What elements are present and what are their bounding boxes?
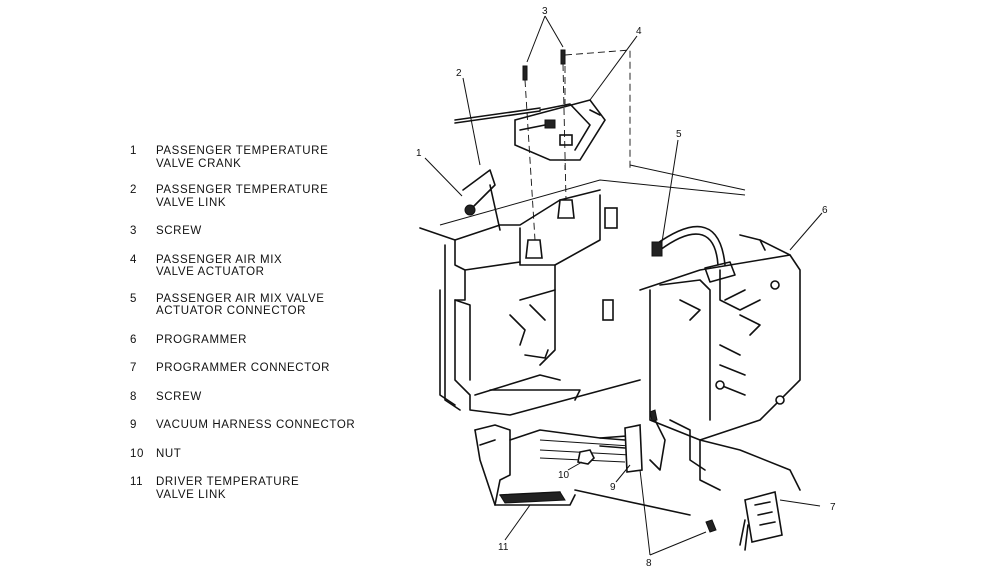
legend-label: DRIVER TEMPERATURE VALVE LINK xyxy=(156,476,300,501)
callout-2: 2 xyxy=(456,68,462,79)
legend-number: 10 xyxy=(130,447,144,460)
legend-item-11: 11 DRIVER TEMPERATURE VALVE LINK xyxy=(130,476,390,501)
legend-number: 11 xyxy=(130,476,144,488)
temperature-valve-link xyxy=(454,107,541,124)
callout-1: 1 xyxy=(416,148,422,159)
legend-item-8: 8 SCREW xyxy=(130,391,390,404)
legend-number: 7 xyxy=(130,362,137,374)
legend-item-3: 3 SCREW xyxy=(130,225,390,238)
legend-item-5: 5 PASSENGER AIR MIX VALVE ACTUATOR CONNE… xyxy=(130,293,390,318)
callout-3: 3 xyxy=(542,6,548,17)
legend-number: 4 xyxy=(130,253,137,266)
callout-6: 6 xyxy=(822,205,828,216)
legend-label: VACUUM HARNESS CONNECTOR xyxy=(156,419,356,431)
legend-number: 5 xyxy=(130,292,137,305)
nut xyxy=(577,449,595,465)
legend-item-10: 10 NUT xyxy=(130,448,390,461)
screws-top xyxy=(522,49,575,259)
legend-item-6: 6 PROGRAMMER xyxy=(130,334,390,347)
legend-item-9: 9 VACUUM HARNESS CONNECTOR xyxy=(130,419,390,432)
legend-label: NUT xyxy=(156,447,182,460)
legend-label: PASSENGER TEMPERATURE VALVE CRANK xyxy=(156,145,329,170)
parts-legend: 1 PASSENGER TEMPERATURE VALVE CRANK 2 PA… xyxy=(130,140,390,501)
legend-label: SCREW xyxy=(156,225,202,237)
callout-9: 9 xyxy=(610,482,616,493)
legend-label: PASSENGER AIR MIX VALVE ACTUATOR xyxy=(156,253,283,279)
actuator-connector xyxy=(651,225,736,283)
heater-case xyxy=(419,189,641,416)
programmer xyxy=(639,234,801,491)
legend-number: 6 xyxy=(130,333,137,346)
legend-label: PROGRAMMER xyxy=(156,333,247,346)
legend-item-4: 4 PASSENGER AIR MIX VALVE ACTUATOR xyxy=(130,254,390,279)
legend-number: 3 xyxy=(130,225,137,237)
legend-number: 9 xyxy=(130,419,137,431)
callout-10: 10 xyxy=(558,470,570,481)
temperature-valve-crank xyxy=(462,169,501,231)
legend-number: 1 xyxy=(130,145,137,157)
programmer-connector xyxy=(739,490,783,551)
legend-item-7: 7 PROGRAMMER CONNECTOR xyxy=(130,362,390,375)
vacuum-harness-connector xyxy=(599,419,666,473)
legend-label: PASSENGER TEMPERATURE VALVE LINK xyxy=(156,184,329,209)
screws-bottom xyxy=(649,409,717,533)
callout-8: 8 xyxy=(646,558,652,566)
callout-4: 4 xyxy=(636,26,642,37)
legend-item-2: 2 PASSENGER TEMPERATURE VALVE LINK xyxy=(130,184,390,209)
callout-11: 11 xyxy=(498,542,509,553)
callout-labels: 3 4 2 1 5 6 7 8 9 10 11 xyxy=(416,6,836,566)
legend-number: 2 xyxy=(130,184,137,196)
leader-lines xyxy=(424,15,823,556)
legend-number: 8 xyxy=(130,390,137,403)
lower-bracket xyxy=(474,424,691,516)
legend-label: PROGRAMMER CONNECTOR xyxy=(156,362,331,374)
legend-label: PASSENGER AIR MIX VALVE ACTUATOR CONNECT… xyxy=(156,292,325,318)
legend-label: SCREW xyxy=(156,390,202,403)
legend-item-1: 1 PASSENGER TEMPERATURE VALVE CRANK xyxy=(130,145,390,170)
callout-5: 5 xyxy=(676,129,682,140)
callout-7: 7 xyxy=(830,502,836,513)
